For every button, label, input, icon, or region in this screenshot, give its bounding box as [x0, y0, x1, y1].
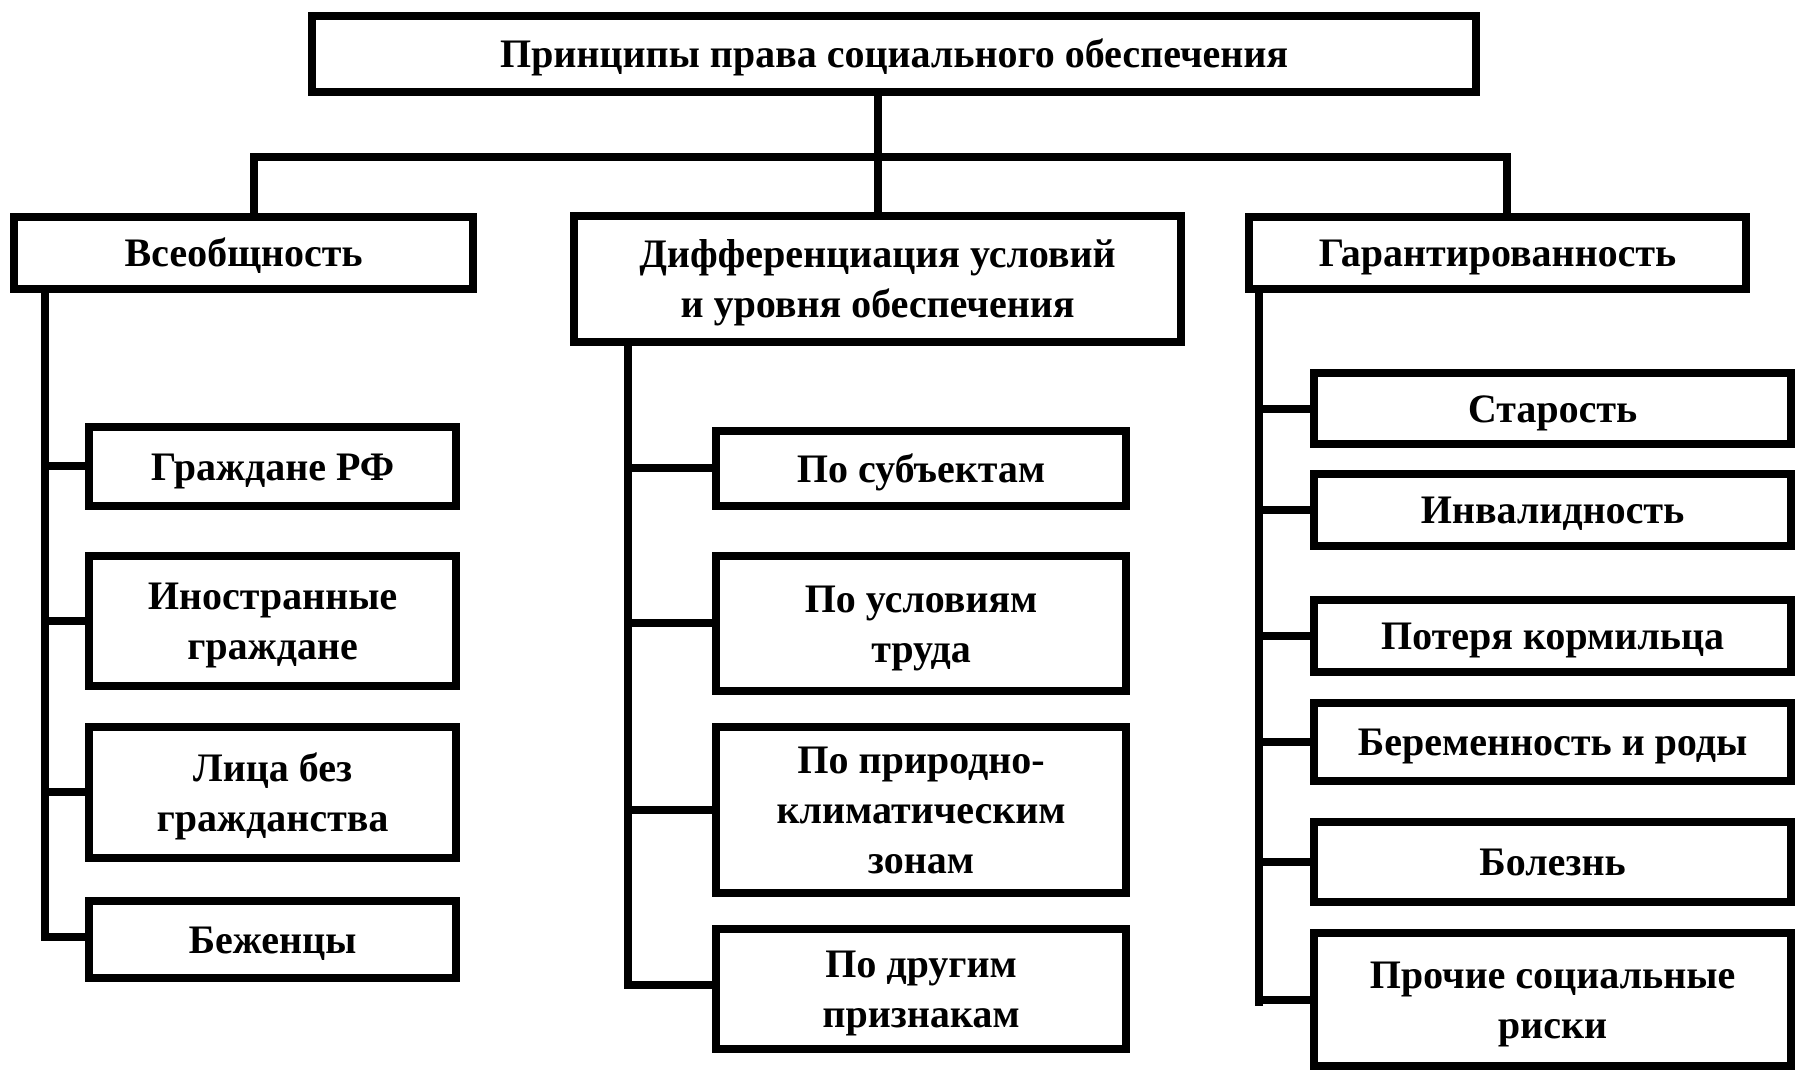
item-foreign-citizens-label: Иностранные граждане	[147, 573, 398, 668]
connector-stub-refugees	[41, 933, 93, 941]
item-old-age-label: Старость	[1467, 385, 1638, 431]
item-other-social-risks: Прочие социальные риски	[1310, 929, 1795, 1070]
connector-root-stem	[874, 94, 882, 157]
item-illness-label: Болезнь	[1479, 839, 1626, 884]
item-loss-of-breadwinner-label: Потеря кормильца	[1381, 613, 1724, 658]
item-by-climatic-zones: По природно- климатическим зонам	[712, 723, 1130, 897]
connector-stub-illness	[1255, 858, 1318, 866]
item-by-other-criteria-label: По другим признакам	[822, 941, 1020, 1036]
connector-drop-middle	[874, 157, 882, 215]
branch-differentiation-box: Дифференциация условий и уровня обеспече…	[570, 212, 1185, 346]
connector-drop-right	[1503, 157, 1511, 215]
connector-stub-pregnancy	[1255, 738, 1318, 746]
connector-stub-climatic-zones	[624, 806, 720, 814]
connector-stub-other-risks	[1255, 996, 1318, 1004]
item-by-subjects: По субъектам	[712, 427, 1130, 510]
connector-stub-citizens-rf	[41, 462, 93, 470]
connector-stub-old-age	[1255, 405, 1318, 413]
connector-left-branch-trunk	[41, 290, 49, 941]
branch-guarantee-box: Гарантированность	[1245, 213, 1750, 293]
branch-universality-box: Всеобщность	[10, 213, 477, 293]
root-title-label: Принципы права социального обеспечения	[499, 31, 1289, 76]
item-disability-label: Инвалидность	[1420, 487, 1685, 532]
root-title-box: Принципы права социального обеспечения	[308, 12, 1480, 96]
item-foreign-citizens: Иностранные граждане	[85, 552, 460, 690]
item-citizens-rf: Граждане РФ	[85, 423, 460, 510]
item-by-subjects-label: По субъектам	[796, 445, 1046, 491]
branch-guarantee-label: Гарантированность	[1318, 230, 1677, 275]
item-stateless-persons: Лица без гражданства	[85, 723, 460, 862]
item-loss-of-breadwinner: Потеря кормильца	[1310, 596, 1795, 676]
item-pregnancy-childbirth-label: Беременность и роды	[1357, 719, 1748, 764]
item-stateless-persons-label: Лица без гражданства	[156, 744, 389, 840]
connector-drop-left	[250, 157, 258, 215]
item-by-other-criteria: По другим признакам	[712, 925, 1130, 1053]
connector-stub-foreign-citizens	[41, 617, 93, 625]
connector-stub-working-conditions	[624, 619, 720, 627]
item-by-climatic-zones-label: По природно- климатическим зонам	[776, 737, 1066, 882]
connector-stub-disability	[1255, 506, 1318, 514]
item-illness: Болезнь	[1310, 818, 1795, 906]
item-disability: Инвалидность	[1310, 470, 1795, 550]
connector-stub-by-subjects	[624, 464, 720, 472]
connector-middle-branch-trunk	[624, 343, 632, 989]
branch-differentiation-label: Дифференциация условий и уровня обеспече…	[639, 231, 1116, 326]
item-citizens-rf-label: Граждане РФ	[150, 443, 395, 489]
connector-right-branch-trunk	[1255, 290, 1263, 1006]
item-refugees: Беженцы	[85, 897, 460, 982]
connector-stub-other-criteria	[624, 981, 720, 989]
connector-stub-stateless	[41, 788, 93, 796]
connector-stub-breadwinner	[1255, 632, 1318, 640]
branch-universality-label: Всеобщность	[124, 230, 363, 275]
item-by-working-conditions-label: По условиям труда	[804, 575, 1038, 671]
item-by-working-conditions: По условиям труда	[712, 552, 1130, 695]
item-pregnancy-childbirth: Беременность и роды	[1310, 699, 1795, 785]
item-other-social-risks-label: Прочие социальные риски	[1369, 951, 1736, 1047]
item-refugees-label: Беженцы	[188, 916, 357, 962]
item-old-age: Старость	[1310, 369, 1795, 448]
